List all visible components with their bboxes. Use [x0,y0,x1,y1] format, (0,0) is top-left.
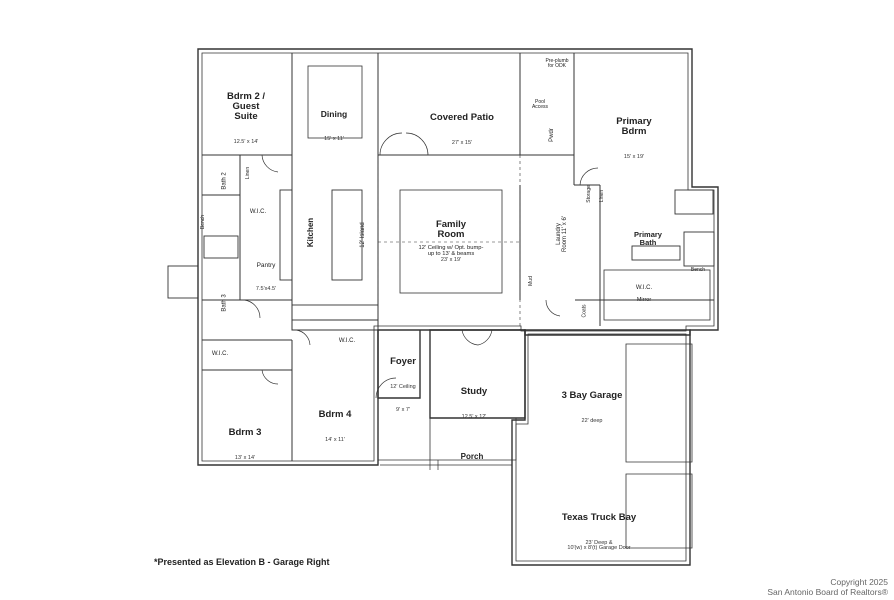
pantry-label: Pantry 7.5'x4.5' [256,246,276,310]
dining-label: Dining 15' x 11' [321,93,347,159]
ceiling-line [377,155,521,330]
study-name: Study [460,385,488,397]
pool-access-label: Pool Access [531,99,549,111]
garage-dim: 22' deep [581,417,603,424]
linen-primary-label: Linen [599,189,606,203]
foyer-dim: 9' x 7' [395,407,411,414]
foyer-name: Foyer [390,355,416,367]
island-name: 12' Island [359,222,366,248]
primary-wic-name: W.I.C. [635,285,653,291]
truck-bay-name: Texas Truck Bay [561,511,637,523]
bdrm4-name: Bdrm 4 [318,408,352,420]
bdrm2-name: Bdrm 2 / Guest Suite [226,90,266,122]
primary-shower [683,231,715,267]
garage-door-3bay [625,343,693,463]
door-swings [243,132,599,399]
garage-wall-inner [515,333,687,562]
wic-bdrm2-label: W.I.C. [249,209,267,215]
garage-label: 3 Bay Garage 22' deep [562,374,623,441]
elevation-note: *Presented as Elevation B - Garage Right [154,557,330,567]
porch-wall [429,417,517,461]
primary-bdrm-label: Primary Bdrm 15' x 19' [616,100,651,177]
garage-wall [511,329,691,566]
pwdr-label: Pwdr [548,128,555,142]
bdrm4-dim: 14' x 11' [325,436,345,443]
covered-patio-name: Covered Patio [430,111,494,123]
mud-label: Mud [527,276,534,286]
foyer-label: Foyer 12' Ceiling 9' x 7' [390,340,416,431]
family-room-name: Family Room [435,218,467,240]
ac-pad [167,265,199,299]
primary-bath-name: Primary Bath [634,229,662,247]
garage-name: 3 Bay Garage [561,389,623,401]
bdrm3-name: Bdrm 3 [228,426,262,438]
family-room-rug [399,189,503,294]
bench-bdrm2-label: Bench [200,214,207,230]
bdrm2-dim: 12.5' x 14' [233,138,259,145]
laundry-label: Laundry Room 11' x 6' [556,216,568,252]
family-room-dim: 23' x 19' [440,256,462,263]
primary-bdrm-dim: 15' x 19' [623,153,645,160]
primary-tub [674,189,714,215]
family-room-label: Family Room 23' x 19' [436,203,466,280]
dining-name: Dining [320,108,348,119]
kitchen-counter [279,189,293,281]
kitchen-name: Kitchen [306,217,316,248]
primary-bath-label: Primary Bath [634,214,662,263]
truck-bay-dim: 23' Deep & 10'(w) x 8'(t) Garage Door [567,539,631,552]
study-label: Study 12.5' x 12' [461,370,487,437]
copyright-watermark: Copyright 2025 San Antonio Board of Real… [767,577,888,597]
primary-vanity [631,245,681,261]
primary-bdrm-name: Primary Bdrm [616,115,652,137]
bdrm3-dim: 13' x 14' [234,454,256,461]
bath3-label: Bath 3 [221,294,228,312]
bench-primary-label: Bench [690,267,706,273]
exterior-wall [197,48,719,466]
bath2-label: Bath 2 [221,172,228,190]
bdrm3-label: Bdrm 3 13' x 14' [229,411,262,478]
truck-bay-label: Texas Truck Bay 23' Deep & 10'(w) x 8'(t… [562,496,636,569]
bar-counter [291,304,379,321]
pantry-name: Pantry [256,261,276,269]
garage-door-truck [625,473,693,549]
foyer-wall [377,330,421,399]
linen-bdrm2-label: Linen [245,166,252,180]
bdrm4-label: Bdrm 4 14' x 11' [319,393,352,460]
front-walk [378,459,512,470]
kitchen-island [331,189,363,281]
dining-table-outline [307,65,363,139]
study-dim: 12.5' x 12' [461,413,487,420]
porch-name: Porch [460,451,484,461]
wic-bdrm4-label: W.I.C. [338,338,356,344]
pantry-dim: 7.5'x4.5' [255,286,277,293]
storage-primary-label: Storage [585,185,592,203]
dining-dim: 15' x 11' [324,135,344,142]
covered-patio-dim: 27' x 15' [451,139,473,146]
pre-plumb-label: Pre-plumb for ODK [545,58,569,70]
primary-wic-outline [603,269,711,321]
foyer-ceiling: 12' Ceiling [390,383,416,390]
covered-patio-label: Covered Patio 27' x 15' [430,96,494,163]
wic-bdrm3-label: W.I.C. [211,351,229,357]
study-wall [429,329,526,419]
coats-label: Coats [581,304,588,318]
bath2-tub [203,235,239,259]
family-room-note: 12' Ceiling w/ Opt. bump- up to 13' & be… [418,245,484,258]
porch-label: Porch [461,436,484,478]
bdrm2-label: Bdrm 2 / Guest Suite 12.5' x 14' [227,75,265,162]
laundry-dim: 11' x 6' [561,216,568,235]
mirror-label: Mirror [636,297,652,303]
